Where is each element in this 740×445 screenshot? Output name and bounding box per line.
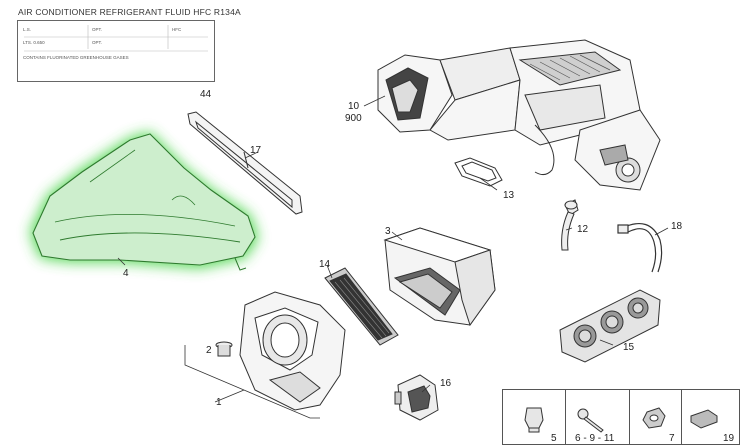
inset-label-5: 5 (551, 433, 557, 444)
callout-44: 44 (200, 89, 212, 100)
inset-label-6-9-11: 6 - 9 - 11 (575, 433, 615, 444)
inset-divider (565, 390, 566, 444)
part-17-gasket[interactable] (187, 111, 303, 215)
label-row-1-mid: OPT. (92, 27, 103, 32)
part-13-seal[interactable] (454, 157, 503, 187)
part-3-housing-cover[interactable] (383, 227, 496, 327)
part-16-module[interactable] (394, 374, 439, 421)
callout-17: 17 (250, 145, 262, 156)
callout-1: 1 (216, 397, 222, 408)
part-6-9-11-screw[interactable] (577, 408, 604, 433)
part-12-pipe[interactable] (561, 199, 579, 251)
label-row-1-left: L.S. (23, 27, 32, 32)
label-row-2-left: LTS. 0.650 (23, 40, 45, 45)
callout-2: 2 (206, 345, 212, 356)
inset-label-7: 7 (669, 433, 675, 444)
label-row-1-right: HFC (172, 27, 182, 32)
label-row-2-mid: OPT. (92, 40, 103, 45)
inset-divider (681, 390, 682, 444)
part-18-hose[interactable] (617, 222, 663, 273)
part-4-air-duct[interactable] (30, 132, 258, 271)
refrigerant-label-box: L.S. OPT. HFC LTS. 0.650 OPT. CONTAINS F… (17, 20, 215, 82)
part-14-cabin-filter[interactable] (324, 267, 399, 346)
small-parts-inset: 5 6 - 9 - 11 7 19 (502, 389, 740, 445)
part-1-blower-housing[interactable] (239, 291, 346, 411)
label-row-3-text: CONTAINS FLUORINATED GREENHOUSE GASES (23, 55, 129, 60)
callout-4: 4 (123, 268, 129, 279)
leader-lines (117, 95, 669, 419)
inset-label-19: 19 (723, 433, 735, 444)
callout-18: 18 (671, 221, 683, 232)
part-5-clip[interactable] (524, 407, 544, 433)
part-10-hvac-housing[interactable] (377, 39, 661, 191)
callout-14: 14 (319, 259, 331, 270)
callout-12: 12 (577, 224, 589, 235)
callout-900: 900 (345, 113, 362, 124)
inset-drawings (524, 407, 718, 433)
part-7-nut[interactable] (642, 407, 666, 429)
diagram-header-title: AIR CONDITIONER REFRIGERANT FLUID HFC R1… (18, 7, 241, 17)
callout-15: 15 (623, 342, 635, 353)
inset-divider (629, 390, 630, 444)
part-19-pad[interactable] (690, 409, 718, 429)
callout-10: 10 (348, 101, 360, 112)
callout-16: 16 (440, 378, 452, 389)
part-15-control-panel[interactable] (559, 289, 661, 363)
label-box-lines (24, 25, 208, 52)
callout-13: 13 (503, 190, 515, 201)
callout-3: 3 (385, 226, 391, 237)
part-2-plug[interactable] (215, 341, 233, 357)
